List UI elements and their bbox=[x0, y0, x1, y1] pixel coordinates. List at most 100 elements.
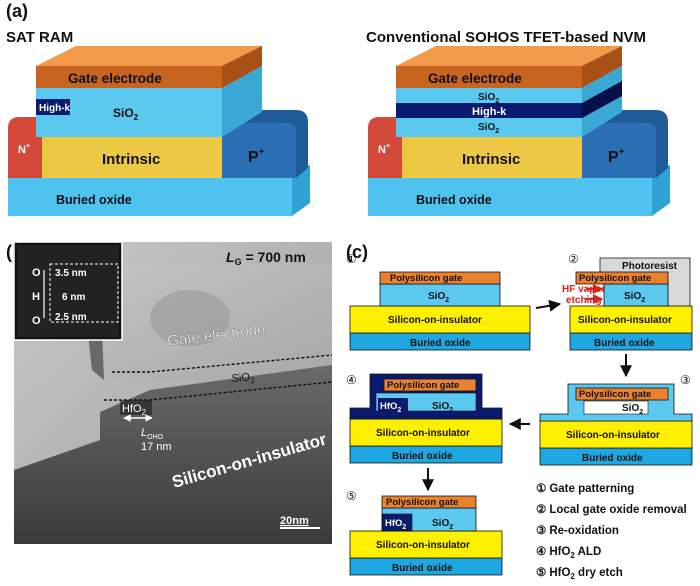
buried-oxide-label: Buried oxide bbox=[416, 193, 492, 207]
gate-top bbox=[36, 46, 262, 66]
panel-c: (c) ① Buried oxide Silicon-on-insulator … bbox=[346, 242, 693, 581]
soi-layer bbox=[569, 305, 693, 334]
panel-a: (a) SAT RAM Buried oxide N+ Intrinsic P+… bbox=[6, 1, 670, 216]
n-plus-region bbox=[8, 117, 42, 178]
step-2-number: ② bbox=[568, 252, 579, 266]
inset-dim-1: 3.5 nm bbox=[55, 268, 87, 279]
n-plus-label: N+ bbox=[18, 143, 30, 156]
poly-gate bbox=[379, 271, 501, 285]
step-5-number: ⑤ bbox=[346, 489, 357, 503]
inset-h: H bbox=[32, 291, 40, 303]
hfo2-fill bbox=[378, 398, 408, 411]
buried-oxide-front bbox=[368, 178, 652, 216]
n-plus-label: N+ bbox=[378, 143, 390, 156]
step-4: ④ Buried oxide Silicon-on-insulator HfO2… bbox=[346, 373, 503, 464]
lo-value: 17 nm bbox=[141, 441, 172, 453]
sio2-bottom-label: SiO2 bbox=[478, 122, 499, 135]
high-k-layer bbox=[396, 103, 582, 118]
n-plus-region bbox=[368, 117, 402, 178]
poly-gate-label: Polysilicon gate bbox=[386, 497, 458, 508]
gate-electrode bbox=[36, 66, 222, 88]
intrinsic-label: Intrinsic bbox=[462, 151, 520, 168]
buried-oxide-label: Buried oxide bbox=[392, 451, 453, 462]
tem-soi-region bbox=[14, 365, 332, 544]
inset-dim-3: 2.5 nm bbox=[55, 312, 87, 323]
hfo2-block bbox=[381, 513, 413, 532]
step-3: ③ Buried oxide Silicon-on-insulator SiO2… bbox=[539, 373, 693, 466]
high-k-label: High-k bbox=[39, 103, 71, 114]
step-5: ⑤ Buried oxide Silicon-on-insulator HfO2… bbox=[346, 489, 503, 576]
soi-label: Silicon-on-insulator bbox=[566, 430, 660, 441]
soi-label: Silicon-on-insulator bbox=[578, 315, 672, 326]
gate-top bbox=[396, 46, 622, 66]
hf-label-line2: etching bbox=[566, 295, 602, 306]
buried-oxide-label: Buried oxide bbox=[56, 193, 132, 207]
gate-electrode bbox=[396, 66, 582, 88]
soi-label: Silicon-on-insulator bbox=[388, 315, 482, 326]
soi-layer bbox=[539, 420, 693, 449]
gate-label: Gate electrode bbox=[428, 71, 522, 86]
panel-c-label: (c) bbox=[346, 242, 368, 262]
tem-hfo2-label: HfO2 bbox=[122, 403, 147, 417]
gate-side bbox=[222, 46, 262, 88]
tem-image: O H O 3.5 nm 6 nm 2.5 nm LG = 700 nm Gat… bbox=[13, 241, 333, 544]
undercut-cavity bbox=[583, 400, 649, 415]
sio2-label: SiO2 bbox=[428, 291, 449, 304]
inset-dashed-box bbox=[49, 263, 119, 323]
tem-grain bbox=[150, 290, 230, 346]
poly-gate bbox=[383, 378, 477, 392]
p-plus-label: P+ bbox=[608, 147, 625, 166]
poly-gate bbox=[381, 495, 477, 509]
tem-inset bbox=[13, 241, 123, 341]
buried-oxide-label: Buried oxide bbox=[392, 563, 453, 574]
buried-oxide-front bbox=[8, 178, 292, 216]
buried-oxide-label: Buried oxide bbox=[410, 338, 471, 349]
high-k-label: High-k bbox=[472, 106, 507, 118]
poly-gate-label: Polysilicon gate bbox=[390, 273, 462, 284]
step-3-number: ③ bbox=[680, 373, 691, 387]
sio2-top-label: SiO2 bbox=[478, 92, 499, 105]
sio2-label: SiO2 bbox=[432, 518, 453, 531]
lo-label: LOHO bbox=[141, 427, 164, 441]
poly-gate bbox=[575, 387, 669, 401]
sat-ram-device: SAT RAM Buried oxide N+ Intrinsic P+ SiO… bbox=[6, 29, 310, 216]
sio2-label: SiO2 bbox=[622, 403, 643, 416]
tem-inset-border bbox=[15, 243, 121, 339]
intrinsic-channel bbox=[42, 137, 222, 178]
sat-ram-title: SAT RAM bbox=[6, 29, 73, 46]
inset-dim-2: 6 nm bbox=[62, 292, 85, 303]
p-plus-region bbox=[582, 123, 656, 178]
p-plus-top bbox=[582, 110, 668, 178]
step-4-number: ④ bbox=[346, 373, 357, 387]
buried-oxide-label: Buried oxide bbox=[594, 338, 655, 349]
soi-label: Silicon-on-insulator bbox=[376, 428, 470, 439]
gate-side bbox=[582, 46, 622, 88]
scale-bar-label: 20nm bbox=[280, 515, 309, 527]
buried-oxide-label: Buried oxide bbox=[582, 453, 643, 464]
poly-gate-label: Polysilicon gate bbox=[579, 273, 651, 284]
tem-sio2-boundary bbox=[112, 354, 333, 373]
gate-label: Gate electrode bbox=[68, 71, 162, 86]
gate-length-label: LG = 700 nm bbox=[226, 249, 306, 267]
step-2: ② Buried oxide Silicon-on-insulator Phot… bbox=[562, 252, 693, 351]
sio2-label: SiO2 bbox=[113, 106, 139, 122]
sio2-label: SiO2 bbox=[432, 401, 453, 414]
sio2-side bbox=[222, 66, 262, 137]
soi-label: Silicon-on-insulator bbox=[376, 540, 470, 551]
intrinsic-channel bbox=[402, 137, 582, 178]
panel-b: (b) O H O 3.5 nm 6 nm 2.5 nm LG = 70 bbox=[6, 241, 333, 544]
high-k-side bbox=[582, 81, 622, 118]
step-1-number: ① bbox=[346, 252, 357, 266]
buried-oxide-side bbox=[292, 165, 310, 216]
poly-gate-label: Polysilicon gate bbox=[387, 380, 459, 391]
poly-gate bbox=[575, 271, 669, 285]
poly-gate-label: Polysilicon gate bbox=[579, 389, 651, 400]
tem-sio2-label: SiO2 bbox=[231, 371, 255, 387]
high-k-layer bbox=[36, 99, 70, 115]
sohos-device: Conventional SOHOS TFET-based NVM Buried… bbox=[366, 29, 670, 216]
photoresist-label: Photoresist bbox=[622, 261, 678, 272]
